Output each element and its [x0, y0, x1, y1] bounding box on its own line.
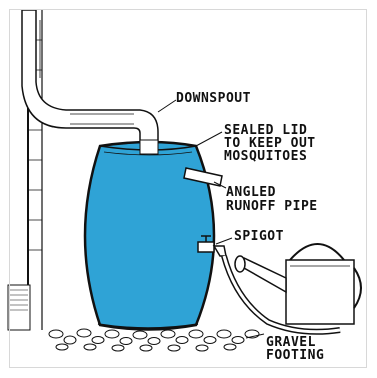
label-spigot: SPIGOT	[234, 230, 284, 243]
gravel-stones	[49, 329, 259, 351]
label-runoff-line2: RUNOFF PIPE	[226, 200, 318, 213]
label-downspout: DOWNSPOUT	[176, 92, 251, 105]
rain-barrel	[85, 140, 214, 330]
label-lid-line3: MOSQUITOES	[224, 150, 307, 163]
label-runoff-line1: ANGLED	[226, 186, 276, 199]
label-gravel-line2: FOOTING	[266, 349, 324, 362]
